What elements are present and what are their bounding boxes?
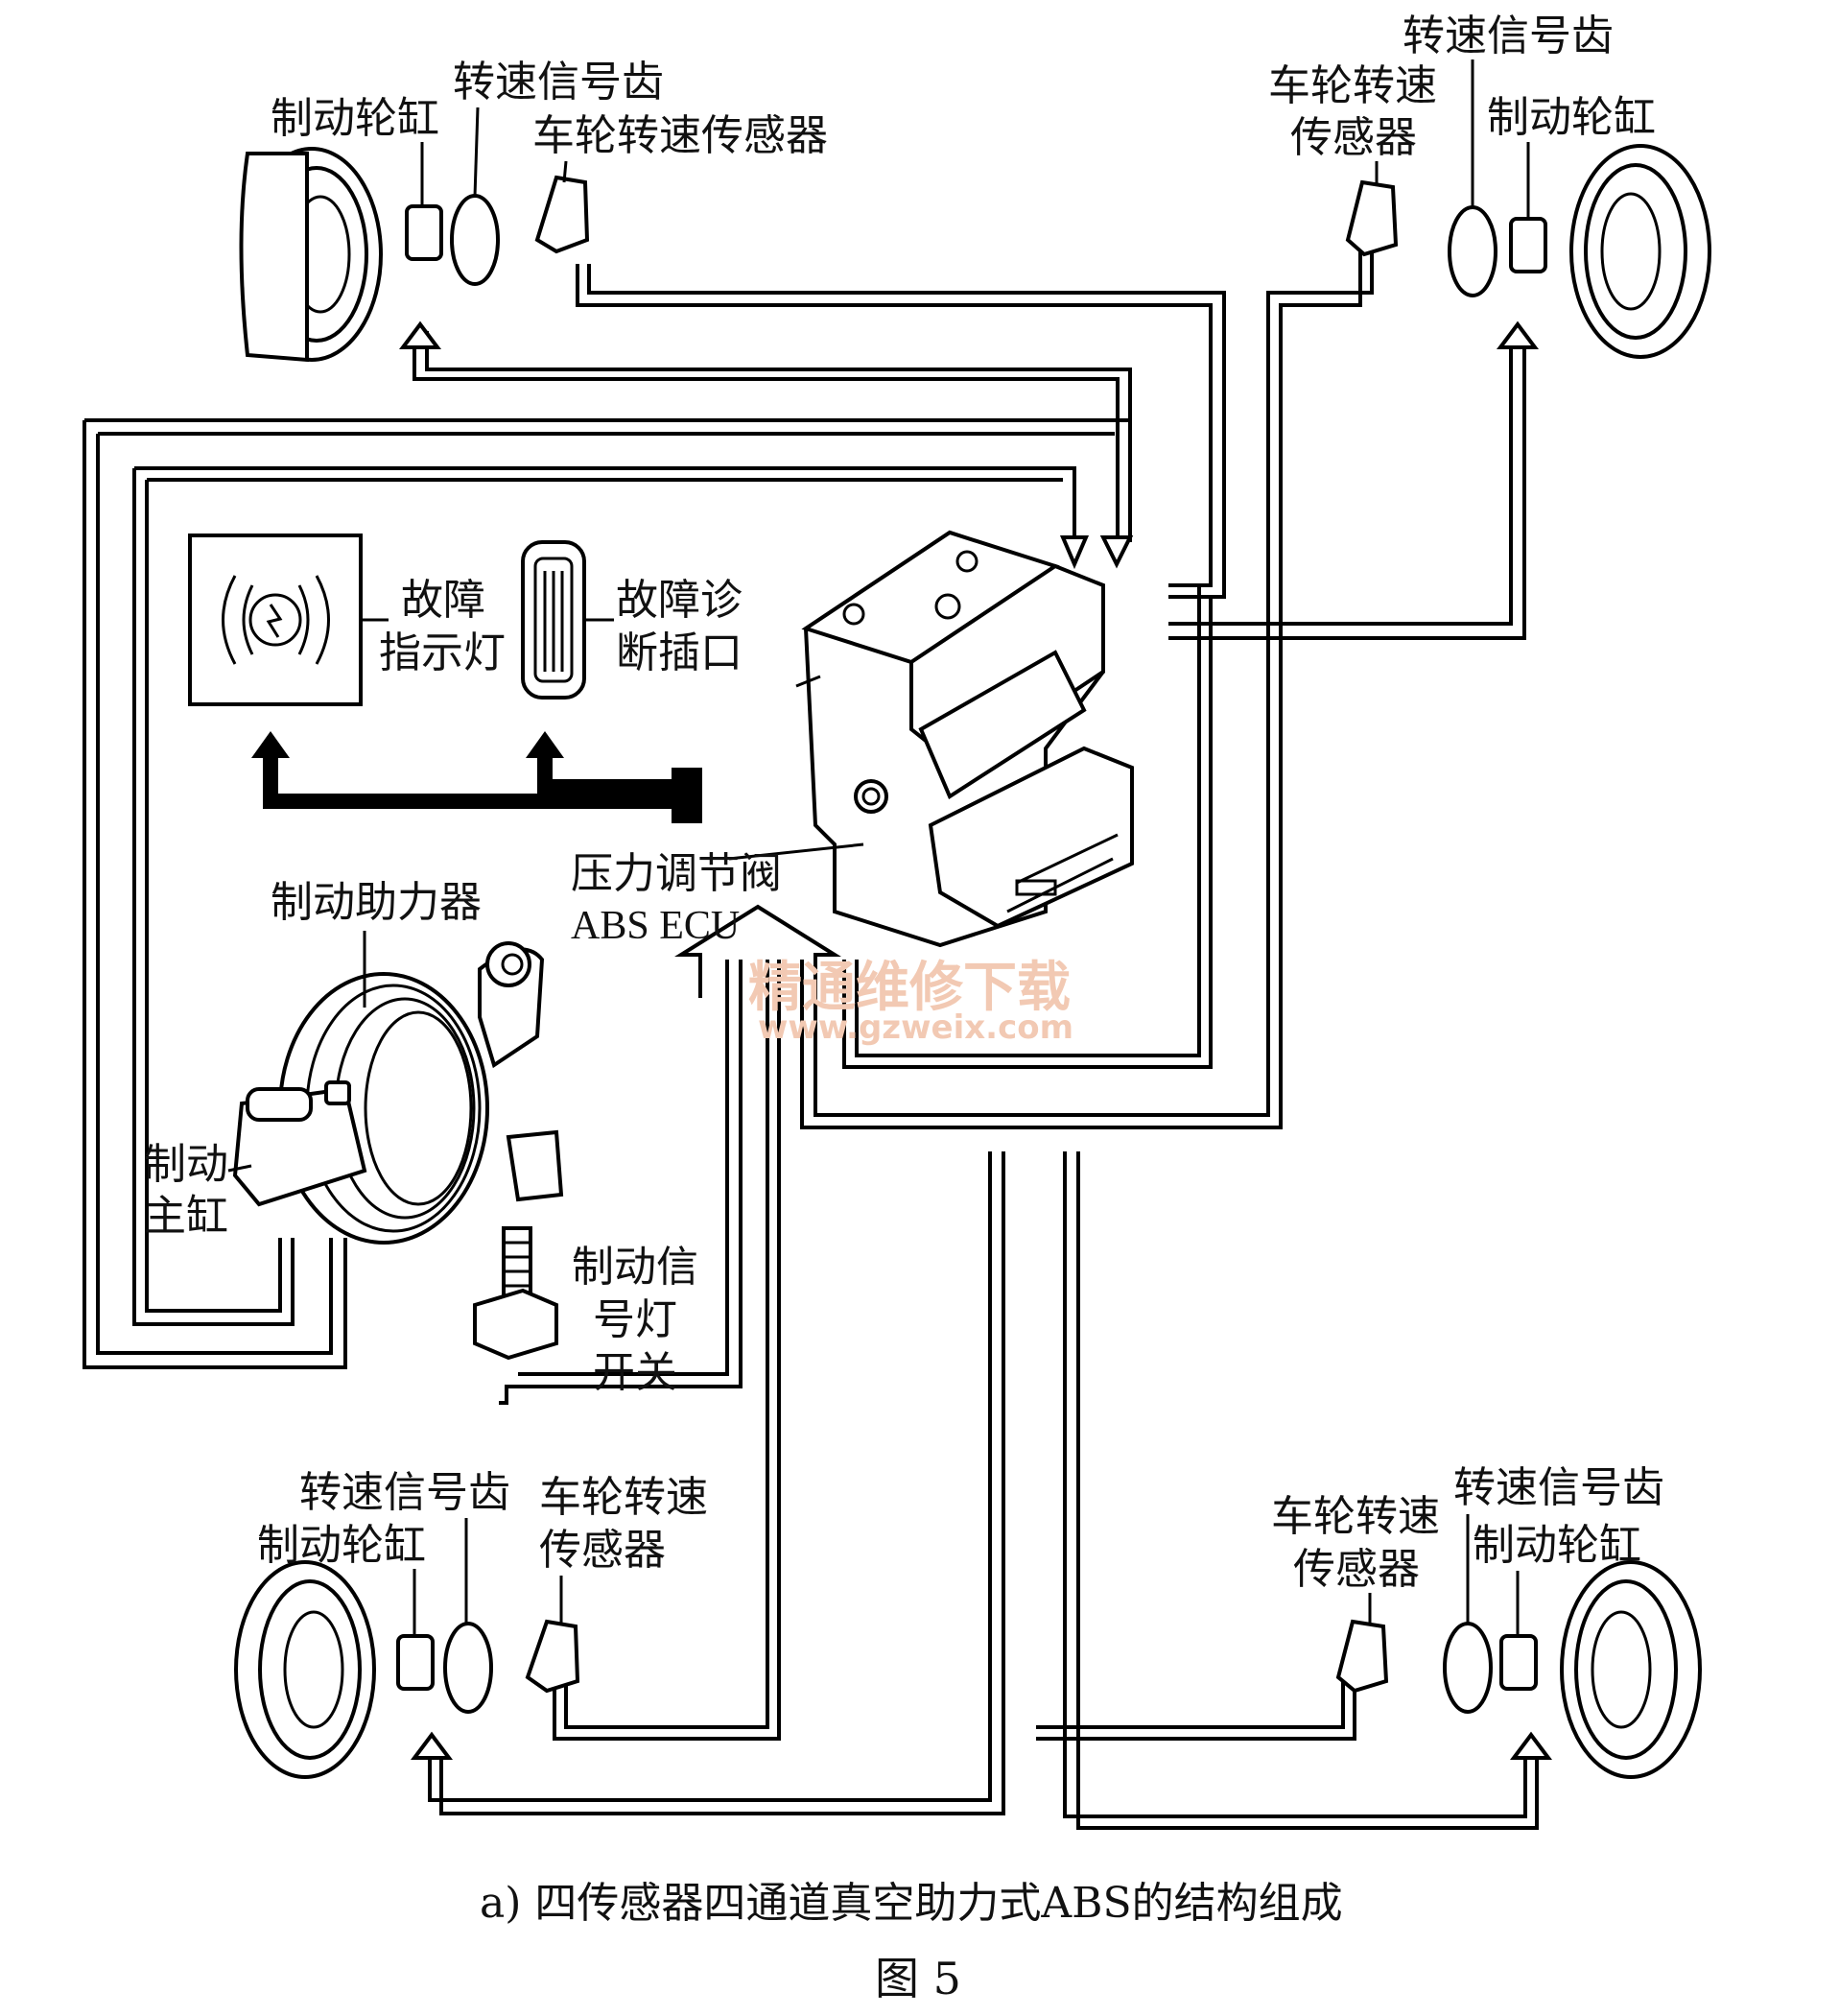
label-fr-cylinder: 制动轮缸: [1487, 93, 1656, 142]
wheel-front-left: [239, 147, 383, 363]
speed-sensor-rl: [525, 1619, 580, 1694]
speed-sensor-fr: [1345, 179, 1399, 257]
label-diag-1: 故障诊: [616, 576, 743, 625]
speed-sensor-fl: [534, 175, 590, 254]
label-diag-2: 断插口: [616, 629, 743, 677]
label-switch-1: 制动信: [572, 1243, 698, 1292]
tone-ring-rr: [1443, 1622, 1493, 1714]
labels: 制动轮缸 转速信号齿 车轮转速传感器 转速信号齿 车轮转速 传感器 制动轮缸 故…: [144, 12, 1664, 1594]
tone-ring-rl: [443, 1622, 493, 1714]
label-rr-ring: 转速信号齿: [1453, 1463, 1664, 1512]
label-booster: 制动助力器: [271, 878, 482, 927]
diagnostic-connector: [521, 540, 586, 700]
tone-ring-fr: [1448, 205, 1497, 297]
label-fr-sensor-1: 车轮转速: [1268, 61, 1437, 110]
wheel-cylinder-fl: [405, 204, 443, 261]
wheel-rear-right: [1560, 1560, 1702, 1779]
label-modulator: 压力调节阀: [571, 849, 782, 898]
label-fl-sensor: 车轮转速传感器: [532, 111, 828, 160]
brake-light-switch: [473, 1226, 558, 1361]
label-rl-ring: 转速信号齿: [299, 1468, 510, 1517]
label-rr-cylinder: 制动轮缸: [1473, 1521, 1641, 1570]
speed-sensor-rr: [1335, 1619, 1389, 1694]
label-master-1: 制动: [144, 1140, 228, 1189]
control-wires: [251, 731, 702, 823]
wheel-components: [396, 175, 1547, 1714]
label-rl-cylinder: 制动轮缸: [257, 1521, 426, 1570]
label-switch-2: 号灯: [593, 1295, 677, 1344]
label-master-2: 主缸: [144, 1192, 228, 1241]
leader-lines: [413, 59, 1530, 1636]
master-cylinder: [232, 1080, 367, 1207]
label-warn-2: 指示灯: [379, 629, 506, 677]
tone-ring-fl: [450, 194, 500, 286]
watermark: 精通维修下载 www.gzweix.com: [748, 957, 1073, 1047]
wheel-cylinder-fr: [1509, 217, 1547, 273]
warning-lamp: [188, 534, 363, 706]
label-rr-sensor-1: 车轮转速: [1271, 1492, 1440, 1541]
label-rl-sensor-2: 传感器: [539, 1526, 666, 1575]
label-abs-ecu: ABS ECU: [571, 904, 740, 948]
label-rr-sensor-2: 传感器: [1293, 1545, 1420, 1594]
abs-modulator-ecu: [795, 530, 1134, 948]
label-fr-sensor-2: 传感器: [1290, 113, 1417, 162]
figure-label: 图 5: [875, 1953, 961, 2004]
label-switch-3: 开关: [593, 1348, 677, 1397]
brake-lines: [83, 245, 1552, 1830]
label-rl-sensor-1: 车轮转速: [539, 1473, 708, 1522]
label-fl-ring: 转速信号齿: [453, 58, 664, 107]
wheel-cylinder-rl: [396, 1634, 435, 1691]
watermark-cn: 精通维修下载: [748, 957, 1071, 1019]
watermark-url: www.gzweix.com: [758, 1008, 1073, 1047]
label-fr-ring: 转速信号齿: [1403, 12, 1614, 60]
figure-caption: a) 四传感器四通道真空助力式ABS的结构组成: [480, 1879, 1343, 1928]
label-fl-cylinder: 制动轮缸: [271, 94, 439, 143]
wheel-rear-left: [234, 1560, 376, 1779]
label-warn-1: 故障: [401, 576, 485, 625]
wheel-front-right: [1569, 144, 1711, 359]
wheel-cylinder-rr: [1499, 1634, 1538, 1691]
